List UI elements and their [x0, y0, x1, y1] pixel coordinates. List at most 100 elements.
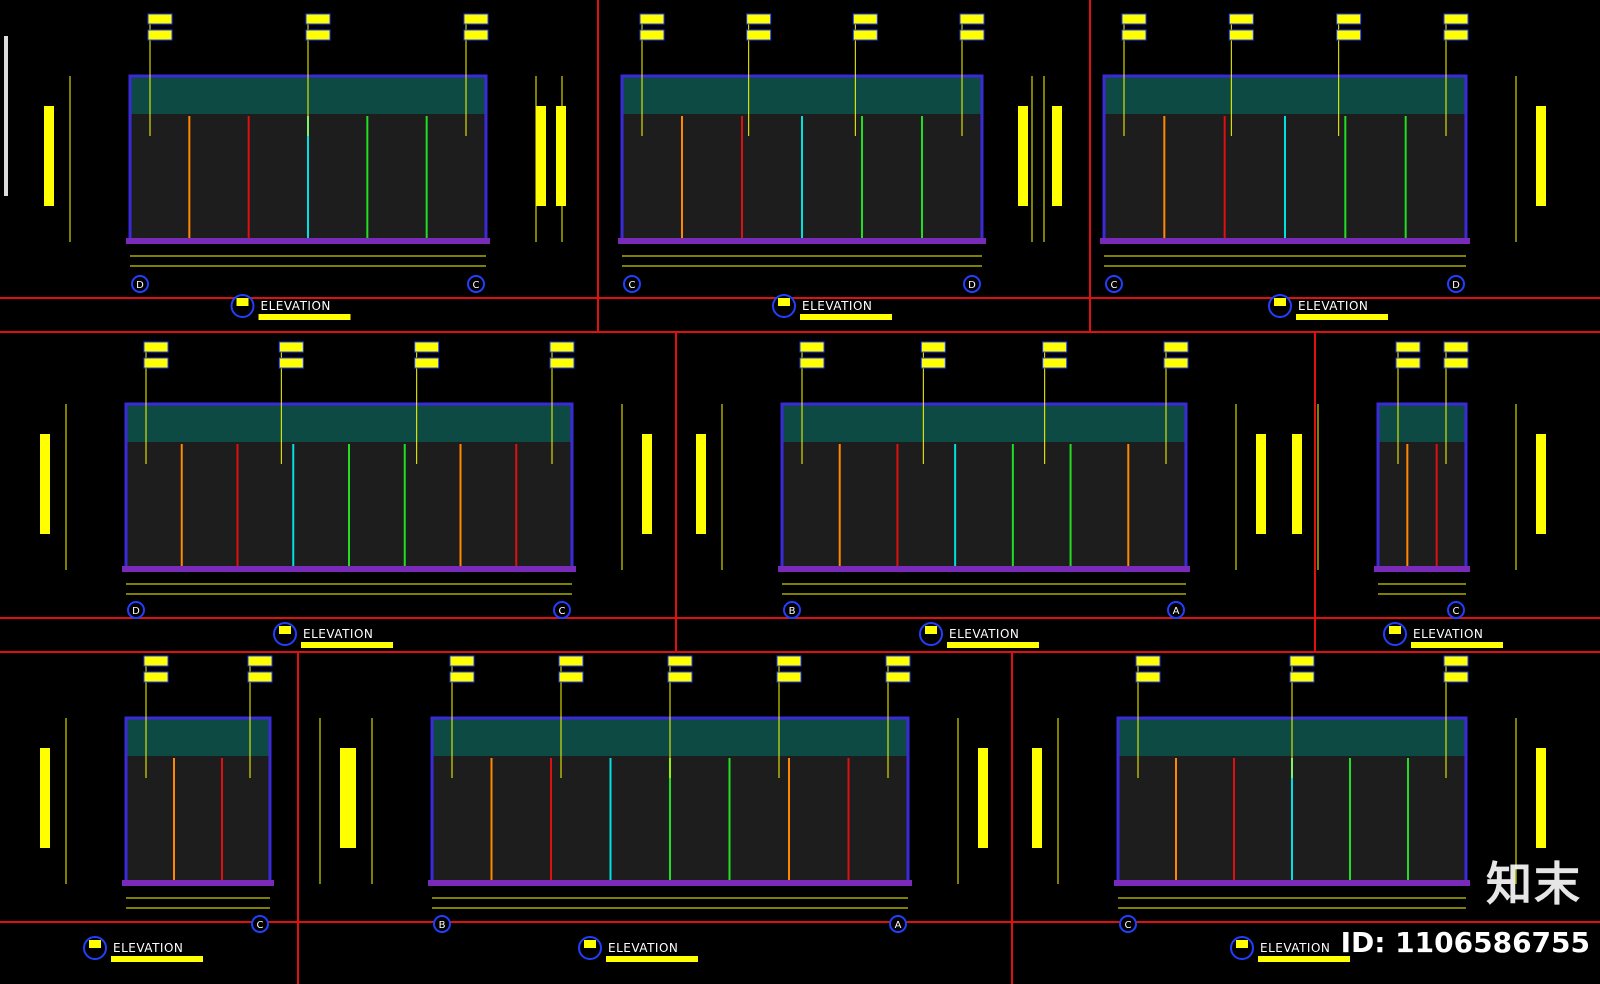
material-tag — [147, 13, 173, 25]
material-tag — [852, 29, 878, 41]
material-tag — [147, 29, 173, 41]
floor-line — [1100, 238, 1470, 244]
ceiling-band — [782, 404, 1186, 442]
material-tag — [920, 341, 946, 353]
grid-label: C — [473, 280, 480, 291]
material-tag — [1289, 655, 1315, 667]
material-tag — [463, 13, 489, 25]
view-number-tag — [778, 298, 790, 306]
grid-bubble — [433, 915, 451, 933]
material-tag — [1042, 341, 1068, 353]
material-tag — [1443, 13, 1469, 25]
ceiling-band — [126, 718, 270, 756]
side-dimension-bar — [1536, 106, 1546, 206]
grid-bubble — [783, 601, 801, 619]
elevation-view: C ELEVATION — [1032, 655, 1546, 962]
floor-line — [122, 880, 274, 886]
elevation-title: ELEVATION — [113, 941, 183, 955]
grid-bubble — [1167, 601, 1185, 619]
grid-label: A — [895, 920, 902, 931]
material-tag — [1395, 341, 1421, 353]
view-number-tag — [89, 940, 101, 948]
floor-line — [1114, 880, 1470, 886]
grid-bubble — [1119, 915, 1137, 933]
elevation-title: ELEVATION — [802, 299, 872, 313]
elevation-title: ELEVATION — [949, 627, 1019, 641]
view-number-tag — [236, 298, 249, 306]
ceiling-band — [1378, 404, 1466, 442]
material-tag — [959, 13, 985, 25]
material-tag — [799, 357, 825, 369]
material-tag — [549, 357, 575, 369]
material-tag — [414, 357, 440, 369]
title-underline — [800, 314, 892, 320]
grid-bubble — [467, 275, 485, 293]
material-tag — [143, 341, 169, 353]
material-tag — [549, 341, 575, 353]
material-tag — [1163, 341, 1189, 353]
material-tag — [667, 655, 693, 667]
grid-bubble — [251, 915, 269, 933]
material-tag — [639, 29, 665, 41]
material-tag — [143, 357, 169, 369]
material-tag — [305, 29, 331, 41]
view-number-tag — [925, 626, 937, 634]
view-number-tag — [279, 626, 291, 634]
wall-surface — [782, 442, 1186, 570]
grid-label: D — [968, 280, 976, 291]
material-tag — [558, 655, 584, 667]
grid-bubble — [553, 601, 571, 619]
material-tag — [1121, 29, 1147, 41]
side-dimension-bar — [556, 106, 566, 206]
side-dimension-bar — [44, 106, 54, 206]
floor-line — [1374, 566, 1470, 572]
material-tag — [1395, 357, 1421, 369]
elevation-title: ELEVATION — [303, 627, 373, 641]
side-dimension-bar — [1032, 748, 1042, 848]
material-tag — [1443, 29, 1469, 41]
grid-label: A — [1173, 606, 1180, 617]
material-tag — [1289, 671, 1315, 683]
side-dimension-bar — [1536, 434, 1546, 534]
material-tag — [1336, 13, 1362, 25]
material-tag — [247, 671, 273, 683]
elevation-title: ELEVATION — [1260, 941, 1330, 955]
grid-label: D — [132, 606, 140, 617]
material-tag — [1443, 671, 1469, 683]
grid-label: C — [257, 920, 264, 931]
grid-bubble — [623, 275, 641, 293]
grid-label: C — [559, 606, 566, 617]
side-dimension-bar — [1256, 434, 1266, 534]
material-tag — [852, 13, 878, 25]
material-tag — [247, 655, 273, 667]
view-number-tag — [1389, 626, 1401, 634]
title-underline — [947, 642, 1039, 648]
side-dimension-bar — [536, 106, 546, 206]
material-tag — [1228, 13, 1254, 25]
floor-line — [126, 238, 490, 244]
side-dimension-bar — [1292, 434, 1302, 534]
elevation-view: C D ELEVATION — [536, 13, 1062, 320]
material-tag — [143, 655, 169, 667]
title-underline — [258, 314, 351, 320]
elevation-view: D C ELEVATION — [40, 341, 652, 648]
grid-label: C — [1125, 920, 1132, 931]
grid-label: C — [629, 280, 636, 291]
title-underline — [301, 642, 393, 648]
ceiling-band — [126, 404, 572, 442]
ceiling-band — [622, 76, 982, 114]
grid-bubble — [1447, 601, 1465, 619]
view-number-tag — [1274, 298, 1286, 306]
material-tag — [1228, 29, 1254, 41]
image-id-label: ID: 1106586755 — [1340, 926, 1590, 959]
material-tag — [449, 655, 475, 667]
material-tag — [278, 357, 304, 369]
view-number-tag — [1236, 940, 1248, 948]
material-tag — [667, 671, 693, 683]
elevation-view: C ELEVATION — [40, 655, 350, 962]
